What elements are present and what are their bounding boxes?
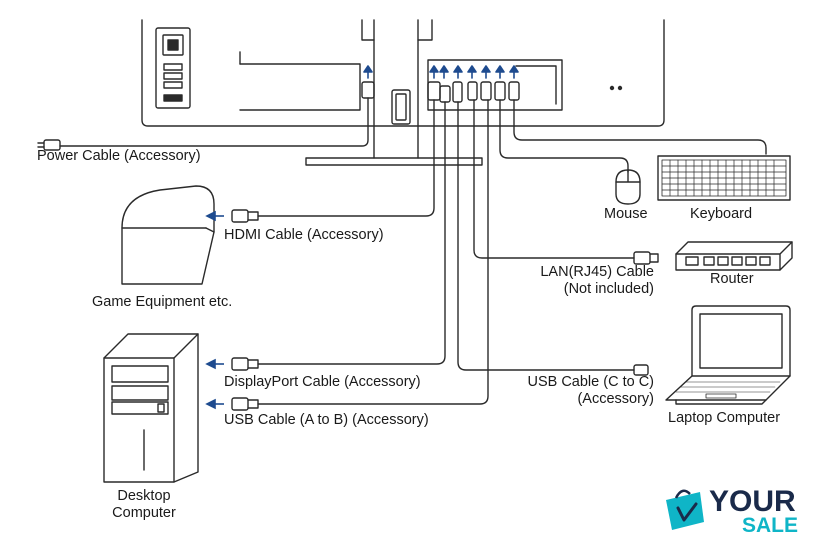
power-cable-label: Power Cable (Accessory) <box>37 148 201 164</box>
desktop-computer-illustration <box>103 333 199 483</box>
game-equipment-illustration <box>121 185 215 285</box>
monitor-illustration <box>141 19 665 166</box>
usb-c-cable-label-line2: (Accessory) <box>577 391 654 407</box>
cables <box>37 97 767 411</box>
device-arrows <box>205 210 224 410</box>
desktop-computer-label-line1: Desktop <box>117 488 171 504</box>
displayport-cable-label: DisplayPort Cable (Accessory) <box>224 374 421 390</box>
lan-cable-label-line2: (Not included) <box>563 281 654 297</box>
laptop-computer-label: Laptop Computer <box>668 410 781 426</box>
router-illustration <box>675 241 793 271</box>
desktop-computer-label-line2: Computer <box>112 505 176 521</box>
mouse-label: Mouse <box>604 206 648 222</box>
logo-text-sale: SALE <box>742 514 799 537</box>
port-arrows <box>363 65 519 79</box>
usb-a-to-b-cable-label: USB Cable (A to B) (Accessory) <box>224 412 429 428</box>
lan-cable-label-line1: LAN(RJ45) Cable <box>540 264 654 280</box>
hdmi-cable-label: HDMI Cable (Accessory) <box>224 227 384 243</box>
router-label: Router <box>710 271 754 287</box>
logo-text-your: YOUR <box>709 485 796 518</box>
keyboard-label: Keyboard <box>690 206 753 222</box>
mouse-illustration <box>615 169 641 205</box>
port-plugs <box>361 81 520 103</box>
yoursale-logo-icon <box>666 489 704 530</box>
laptop-illustration <box>665 305 791 405</box>
usb-c-cable-label-line1: USB Cable (C to C) <box>527 374 654 390</box>
keyboard-illustration <box>657 155 791 201</box>
game-equipment-label: Game Equipment etc. <box>92 294 233 310</box>
